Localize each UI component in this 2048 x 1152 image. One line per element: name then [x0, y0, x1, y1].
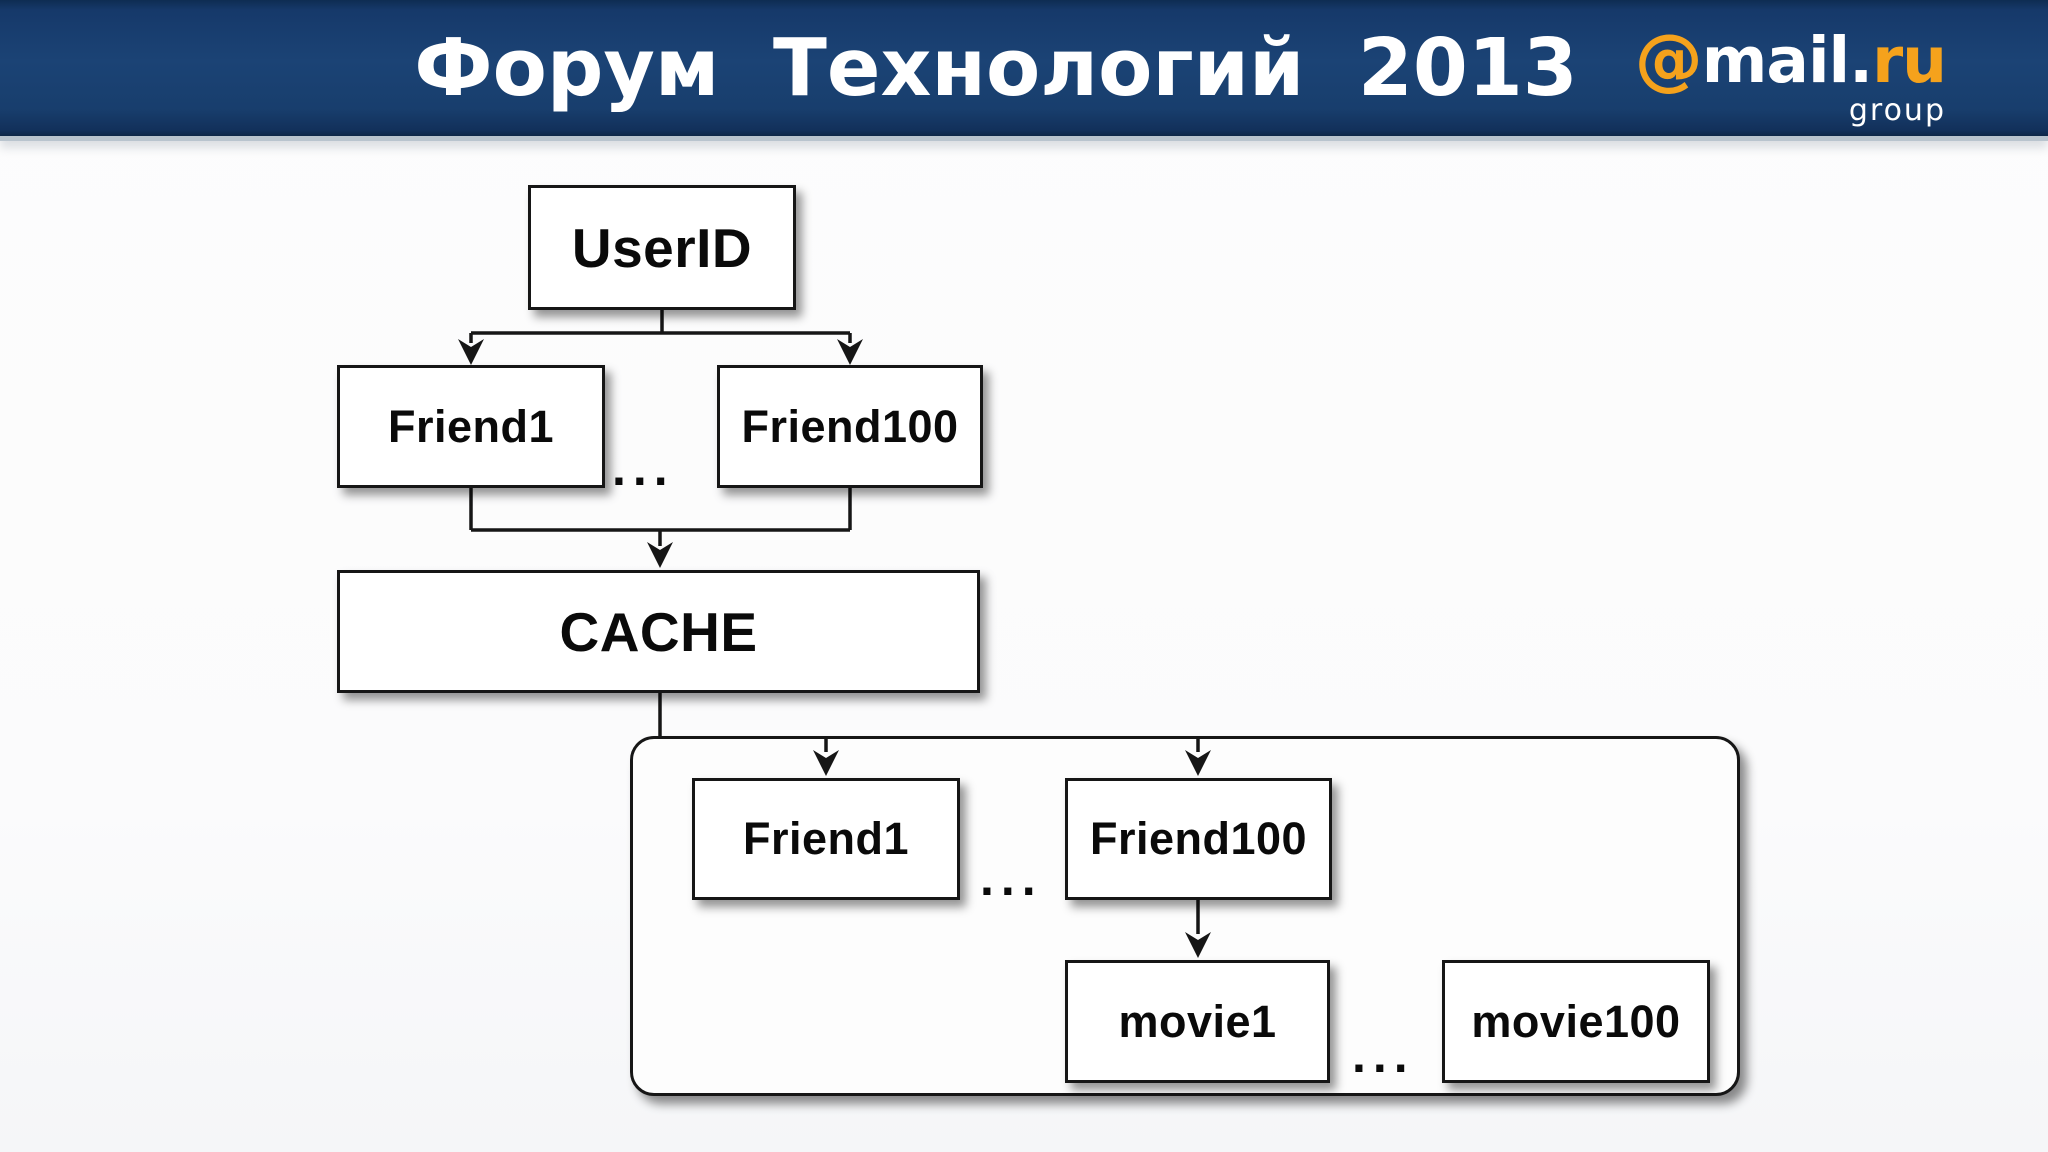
- node-userid: UserID: [528, 185, 796, 310]
- arrowhead-friend100: [837, 339, 863, 365]
- mailru-wordmark: @mail.ru: [1635, 24, 1947, 97]
- logo-text-group: group: [1848, 93, 1946, 128]
- logo-text-dot: .: [1849, 24, 1873, 97]
- node-friend100: Friend100: [717, 365, 983, 488]
- arrowhead-friend1: [458, 339, 484, 365]
- node-friend1: Friend1: [337, 365, 605, 488]
- mailru-group-logo: @mail.ru group: [1635, 24, 1947, 128]
- node-movie1: movie1: [1065, 960, 1330, 1083]
- node-cached-friend100: Friend100: [1065, 778, 1332, 900]
- logo-text-mail: mail: [1701, 24, 1850, 97]
- node-cache: CACHE: [337, 570, 980, 693]
- ellipsis-friends: ...: [612, 440, 675, 496]
- ellipsis-cached-friends: ...: [980, 850, 1043, 906]
- logo-text-ru: ru: [1872, 24, 1947, 97]
- node-cached-friend1: Friend1: [692, 778, 960, 900]
- arrowhead-cache: [647, 542, 673, 568]
- ellipsis-movies: ...: [1352, 1027, 1415, 1083]
- at-sign-icon: @: [1634, 20, 1703, 99]
- header-bar: Форум Технологий 2013 @mail.ru group: [0, 0, 2048, 141]
- diagram-canvas: UserID Friend1 Friend100 CACHE Friend1 F…: [0, 148, 2048, 1152]
- slide-title: Форум Технологий 2013: [414, 22, 1578, 114]
- node-movie100: movie100: [1442, 960, 1710, 1083]
